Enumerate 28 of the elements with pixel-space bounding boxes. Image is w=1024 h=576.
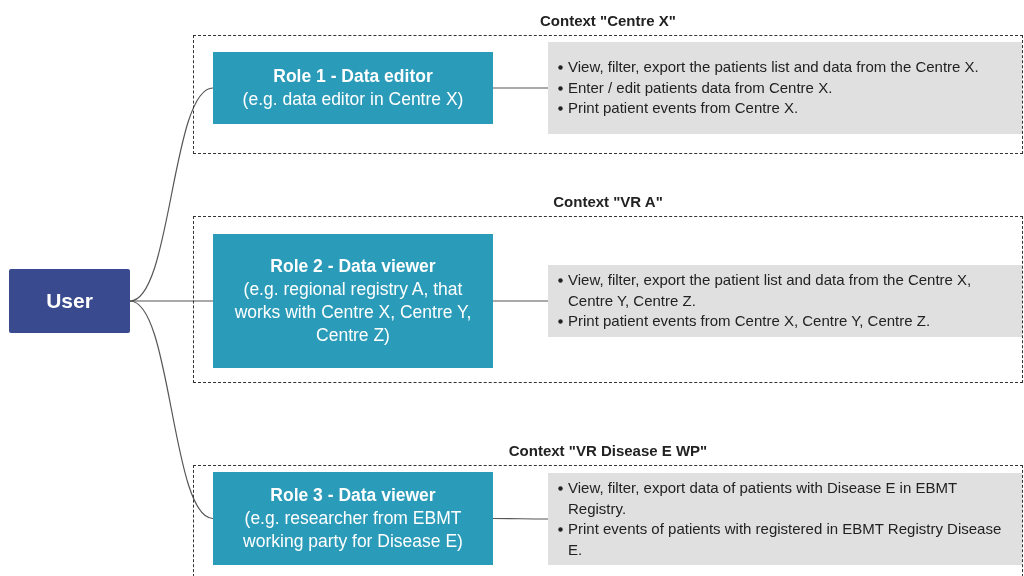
role-description: (e.g. regional registry A, that works with Centre X, Centre Y, Centre Z)	[233, 278, 473, 347]
user-box: User	[9, 269, 130, 333]
connector-line	[492, 517, 549, 520]
bullet-text: View, filter, export data of patients with Disease E in EBMT Registry.	[568, 479, 957, 517]
connector-line	[492, 87, 549, 89]
role-box	[213, 52, 493, 124]
connector-line	[492, 300, 549, 302]
permissions-box	[548, 473, 1022, 565]
context-heading: Context "VR Disease E WP"	[508, 442, 708, 459]
connector-line	[129, 300, 214, 302]
bullet-text: Print patient events from Centre X.	[568, 99, 799, 117]
bullet-text: Print events of patients with registered in EBMT Registry Disease E.	[568, 520, 1002, 558]
role-description: (e.g. researcher from EBMT working party for Disease E)	[242, 507, 464, 553]
connector-line	[129, 300, 214, 520]
role-box	[213, 472, 493, 565]
bullet-text: Print patient events from Centre X, Centre Y, Centre Z.	[568, 312, 931, 330]
role-description: (e.g. data editor in Centre X)	[242, 88, 464, 111]
bullet-text: Enter / edit patients data from Centre X.	[568, 78, 833, 96]
context-heading: Context "Centre X"	[540, 12, 676, 29]
role-title: Role 1 - Data editor	[273, 65, 433, 88]
role-title: Role 3 - Data viewer	[270, 484, 436, 507]
permissions-box	[548, 265, 1022, 337]
role-box	[213, 234, 493, 368]
context-heading: Context "VR A"	[553, 193, 663, 210]
role-title: Role 2 - Data viewer	[270, 255, 436, 278]
bullet-text: View, filter, export the patient list and data from the Centre X, Centre Y, Centre Z.	[568, 271, 972, 309]
permissions-box	[548, 42, 1022, 134]
bullet-text: View, filter, export the patients list and data from the Centre X.	[568, 58, 979, 76]
